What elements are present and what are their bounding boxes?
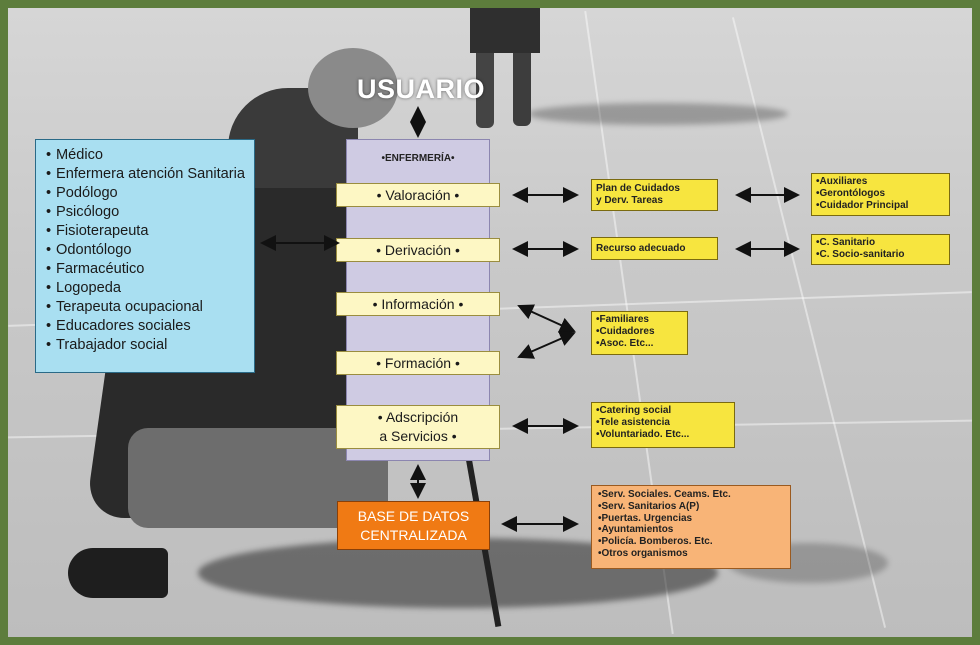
step-formacion: • Formación • [336,351,500,375]
professional-item: •Farmacéutico [46,261,145,277]
professional-item: •Odontólogo [46,242,132,258]
professional-item: •Enfermera atención Sanitaria [46,166,246,182]
professional-item: •Fisioterapeuta [46,223,149,239]
plan-line-1: Plan de Cuidados [596,183,680,194]
arrow-formacion-familiares [517,331,576,359]
professional-item: •Trabajador social [46,337,168,353]
auxiliares-box: •Auxiliares •Gerontólogos •Cuidador Prin… [811,173,950,216]
familiares-box: •Familiares •Cuidadores •Asoc. Etc... [591,311,688,355]
step-valoracion: • Valoración • [336,183,500,207]
professional-item: •Educadores sociales [46,318,191,334]
step-adscripcion: • Adscripción a Servicios • [336,405,500,449]
professional-item: •Médico [46,147,104,163]
professional-item: •Psicólogo [46,204,120,220]
centros-box: •C. Sanitario •C. Socio-sanitario [811,234,950,265]
step-derivacion: • Derivación • [336,238,500,262]
plan-cuidados-box: Plan de Cuidados y Derv. Tareas [591,179,718,211]
organisms-box: •Serv. Sociales. Ceams. Etc. •Serv. Sani… [591,485,791,569]
professional-item: •Podólogo [46,185,118,201]
database-box: BASE DE DATOS CENTRALIZADA [337,501,490,550]
user-title: USUARIO [356,74,485,104]
professionals-list: •Médico •Enfermera atención Sanitaria •Pod… [35,139,255,373]
professional-item: •Terapeuta ocupacional [46,299,203,315]
arrow-informacion-familiares [517,304,576,333]
recurso-adecuado-box: Recurso adecuado [591,237,718,260]
plan-line-2: y Derv. Tareas [596,195,663,206]
nursing-title: •ENFERMERÍA• [381,153,455,164]
servicios-box: •Catering social •Tele asistencia •Volun… [591,402,735,448]
background-photo [8,8,972,637]
step-informacion: • Información • [336,292,500,316]
professional-item: •Logopeda [46,280,121,296]
